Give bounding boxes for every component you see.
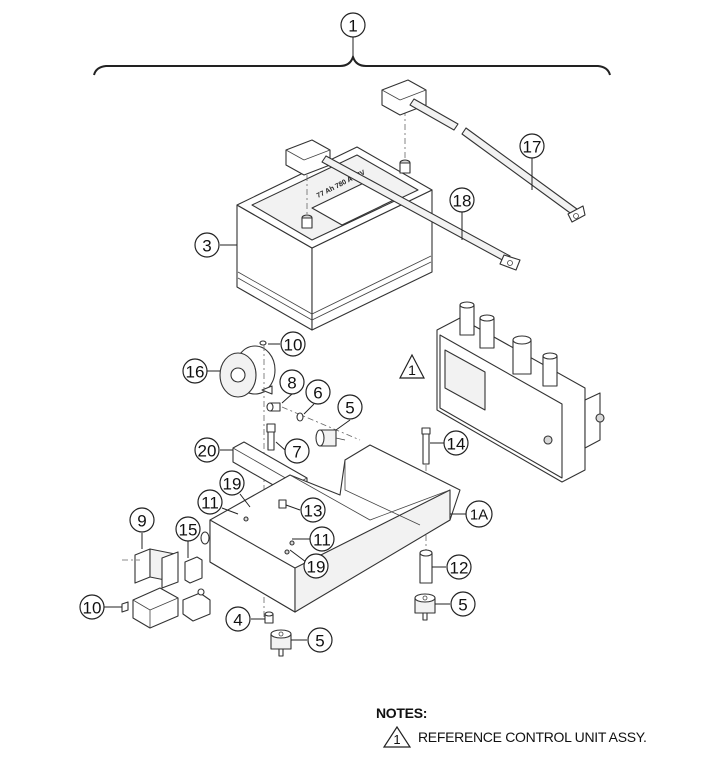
svg-text:5: 5 xyxy=(315,632,324,651)
svg-text:3: 3 xyxy=(202,237,211,256)
callout-10-lower[interactable]: 10 xyxy=(79,594,122,620)
svg-text:20: 20 xyxy=(198,442,217,461)
nut-4 xyxy=(264,611,274,624)
callout-14[interactable]: 14 xyxy=(430,430,469,456)
round-connector-16 xyxy=(219,345,276,398)
relay-15 xyxy=(184,556,203,584)
svg-text:1: 1 xyxy=(408,362,416,378)
callout-5-right[interactable]: 5 xyxy=(435,591,476,617)
callout-4[interactable]: 4 xyxy=(225,606,265,632)
svg-text:11: 11 xyxy=(201,494,219,513)
callout-5-bottom[interactable]: 5 xyxy=(291,627,333,653)
callout-17[interactable]: 17 xyxy=(519,133,545,190)
callout-11-upper[interactable]: 11 xyxy=(197,489,239,515)
note-ref-triangle-icon: 1 xyxy=(382,725,412,748)
svg-text:4: 4 xyxy=(233,611,242,630)
screw-10-lower xyxy=(121,601,129,613)
callout-15[interactable]: 15 xyxy=(175,516,201,558)
callout-16[interactable]: 16 xyxy=(182,358,220,384)
callout-8[interactable]: 8 xyxy=(279,369,305,404)
callout-9[interactable]: 9 xyxy=(129,507,155,549)
svg-text:14: 14 xyxy=(447,435,466,454)
svg-text:7: 7 xyxy=(292,443,301,462)
svg-text:5: 5 xyxy=(345,399,354,418)
notes-section: NOTES: 1 REFERENCE CONTROL UNIT ASSY. xyxy=(376,705,647,749)
battery: 77 Ah 780 A 12V xyxy=(236,110,433,331)
svg-text:11: 11 xyxy=(313,531,331,550)
callout-20[interactable]: 7 xyxy=(275,438,310,464)
relay-pair-9 xyxy=(122,548,179,589)
svg-text:12: 12 xyxy=(450,559,469,578)
callout-12[interactable]: 12 xyxy=(432,554,472,580)
svg-text:1A: 1A xyxy=(470,507,488,524)
svg-text:8: 8 xyxy=(287,374,296,393)
nut-13 xyxy=(278,499,287,509)
callout-3[interactable]: 3 xyxy=(194,232,237,258)
rubber-mount-5-right xyxy=(414,593,436,621)
callout-7[interactable]: 20 xyxy=(194,437,233,463)
svg-text:15: 15 xyxy=(179,521,198,540)
callout-19-lower[interactable]: 19 xyxy=(289,549,329,579)
callout-10-top[interactable]: 10 xyxy=(268,331,306,357)
callout-1-note-triangle[interactable]: 1 xyxy=(399,353,425,379)
battery-cable-17 xyxy=(381,79,586,223)
svg-text:18: 18 xyxy=(453,192,472,211)
callout-19-upper[interactable]: 19 xyxy=(219,470,251,508)
callout-18[interactable]: 18 xyxy=(449,187,475,240)
svg-text:17: 17 xyxy=(523,138,542,157)
svg-text:10: 10 xyxy=(83,599,102,618)
bolt-20 xyxy=(266,423,276,451)
svg-text:6: 6 xyxy=(313,384,322,403)
battery-cable-18 xyxy=(285,139,521,271)
callout-5-top[interactable]: 5 xyxy=(335,394,363,431)
note-text: REFERENCE CONTROL UNIT ASSY. xyxy=(418,729,647,745)
callout-11-lower[interactable]: 11 xyxy=(292,526,335,552)
callout-1A[interactable]: 1A xyxy=(450,500,493,528)
svg-text:19: 19 xyxy=(307,558,326,577)
svg-text:5: 5 xyxy=(458,596,467,615)
note-item: 1 REFERENCE CONTROL UNIT ASSY. xyxy=(380,725,647,749)
control-unit xyxy=(436,301,605,483)
svg-text:9: 9 xyxy=(137,512,146,531)
rubber-mount-5-bottom xyxy=(270,629,292,657)
svg-text:13: 13 xyxy=(304,502,323,521)
callout-6[interactable]: 6 xyxy=(303,379,331,415)
screw-8 xyxy=(266,402,281,412)
svg-text:10: 10 xyxy=(284,336,303,355)
svg-text:1: 1 xyxy=(393,732,400,747)
spacer-12 xyxy=(419,549,433,584)
callout-1-assembly[interactable]: 1 xyxy=(340,12,366,38)
svg-text:1: 1 xyxy=(348,17,357,36)
relay-sockets xyxy=(132,587,211,629)
rubber-mount-5-top xyxy=(315,429,346,447)
notes-title: NOTES: xyxy=(376,705,428,721)
svg-text:16: 16 xyxy=(186,363,205,382)
assembly-brace xyxy=(93,37,611,76)
svg-text:19: 19 xyxy=(223,475,242,494)
battery-tray-1A xyxy=(200,444,461,613)
callout-13[interactable]: 13 xyxy=(285,497,326,523)
washer-6 xyxy=(296,412,304,422)
